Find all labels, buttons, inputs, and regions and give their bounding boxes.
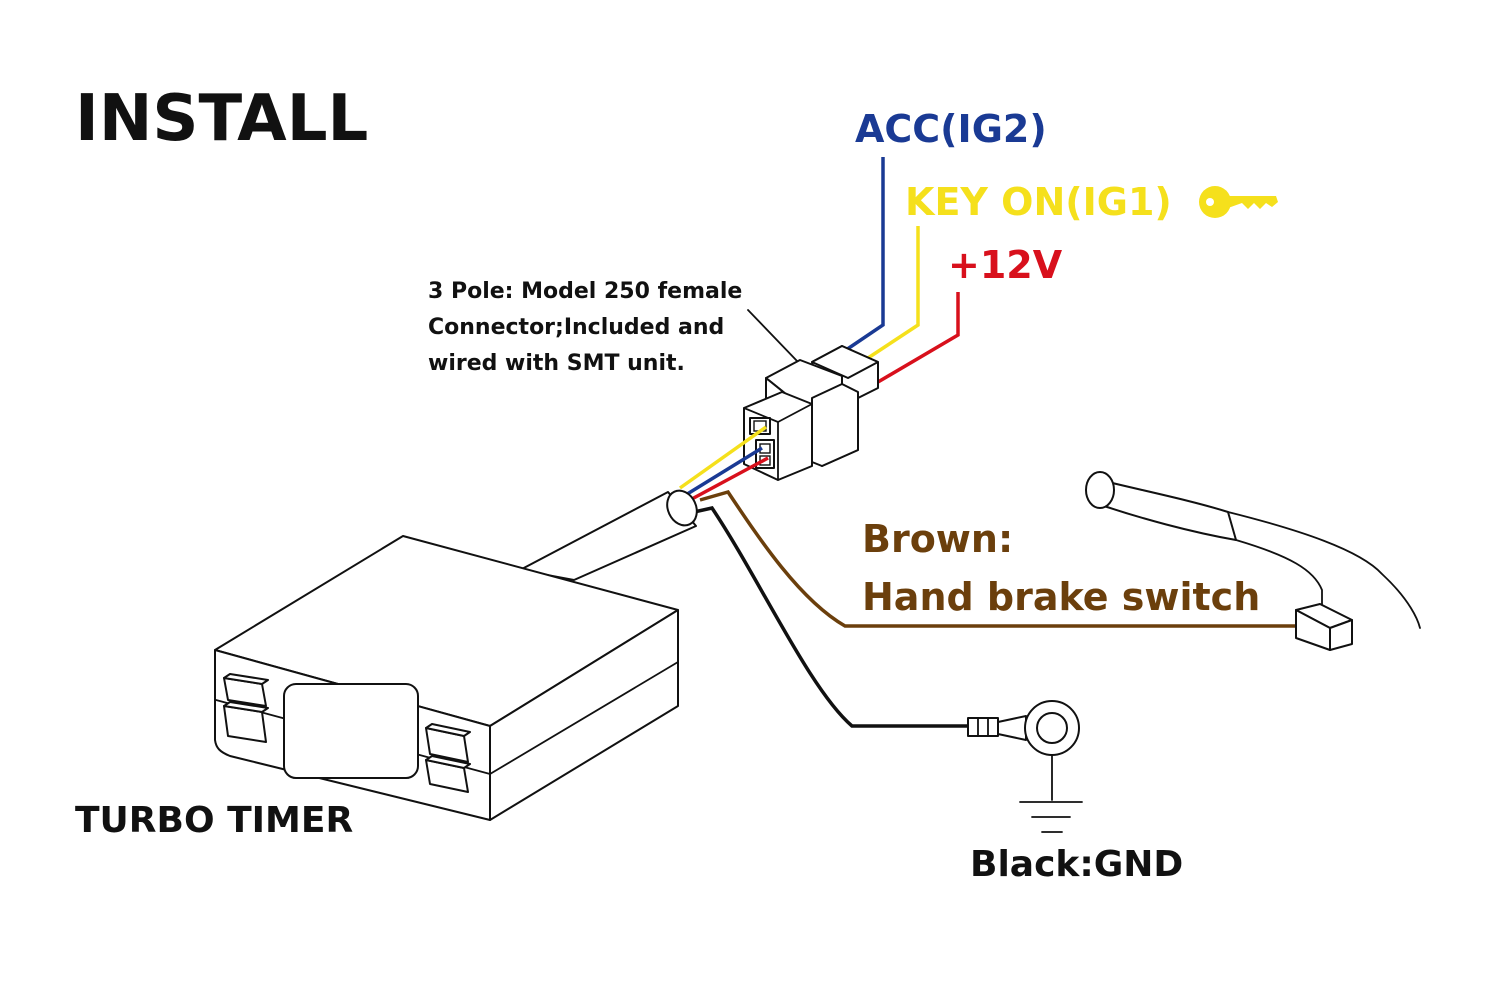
unit-display-window xyxy=(283,683,419,779)
connector-note-line-1: 3 Pole: Model 250 female xyxy=(428,279,742,304)
page-title: INSTALL xyxy=(75,82,368,156)
black-wire xyxy=(693,506,972,728)
acc-wire xyxy=(842,157,885,354)
plus12v-wire xyxy=(877,292,960,384)
supply-wires xyxy=(842,157,960,384)
hand-brake-switch xyxy=(1295,603,1353,651)
turbo-timer-unit xyxy=(214,535,679,821)
key-on-wire xyxy=(867,226,920,360)
hand-brake-lever xyxy=(1085,471,1421,629)
unit-buttons-left xyxy=(223,673,269,743)
acc-label: ACC(IG2) xyxy=(855,107,1047,151)
brown-label: Brown: xyxy=(862,517,1013,561)
hand-brake-label: Hand brake switch xyxy=(862,575,1260,619)
connector-note-line-3: wired with SMT unit. xyxy=(428,351,685,376)
brown-wire xyxy=(699,489,1300,628)
ground-label: Black:GND xyxy=(970,844,1183,885)
connector-note-line-2: Connector;Included and xyxy=(428,315,724,340)
cable-sheath xyxy=(519,489,698,581)
plus12v-label: +12V xyxy=(948,243,1063,287)
unit-buttons-right xyxy=(425,723,471,793)
ring-terminal-icon xyxy=(967,700,1080,756)
turbo-timer-label: TURBO TIMER xyxy=(75,800,353,841)
key-icon xyxy=(1199,186,1278,218)
ground-symbol-icon xyxy=(1019,754,1083,833)
connector-note-leader xyxy=(747,309,799,363)
key-on-label: KEY ON(IG1) xyxy=(905,180,1172,224)
three-pole-connector xyxy=(743,345,879,481)
connector-note: 3 Pole: Model 250 female Connector;Inclu… xyxy=(428,279,799,376)
harness-wires xyxy=(678,425,769,502)
